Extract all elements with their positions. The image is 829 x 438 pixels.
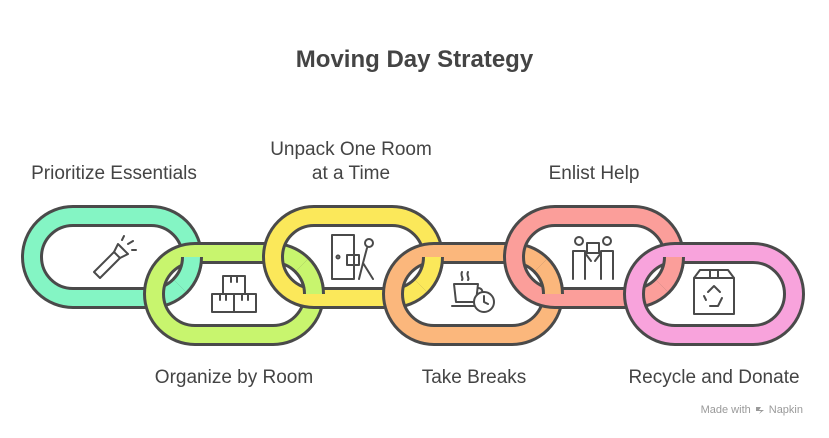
chain-link-recycle-and-donate bbox=[623, 242, 805, 346]
recycle-box-icon bbox=[693, 269, 735, 315]
napkin-logo-icon bbox=[755, 407, 764, 414]
helpers-icon bbox=[572, 236, 614, 280]
napkin-brand-text: Napkin bbox=[768, 404, 803, 416]
boxes-icon bbox=[211, 275, 257, 313]
link-overlap-4 bbox=[535, 259, 562, 295]
step-label-prioritize-essentials: Prioritize Essentials bbox=[31, 163, 197, 184]
footer-brand: Made with Napkin bbox=[701, 404, 803, 416]
step-label-recycle-and-donate: Recycle and Donate bbox=[628, 367, 800, 388]
step-label-organize-by-room: Organize by Room bbox=[154, 367, 314, 388]
step-label-take-breaks: Take Breaks bbox=[421, 367, 527, 388]
diagram-title: Moving Day Strategy bbox=[295, 46, 534, 73]
link-overlap-5 bbox=[656, 256, 683, 292]
flashlight-icon bbox=[93, 235, 137, 279]
link-overlap-3 bbox=[415, 256, 442, 292]
step-label-enlist-help: Enlist Help bbox=[548, 163, 640, 184]
link-overlap-1 bbox=[174, 256, 201, 292]
link-fill-6 bbox=[626, 245, 802, 343]
coffee-clock-icon bbox=[451, 271, 495, 313]
step-label-unpack-one-room: Unpack One Room at a Time bbox=[270, 139, 432, 184]
made-with-text: Made with bbox=[700, 404, 751, 416]
unpack-door-icon bbox=[331, 234, 374, 280]
link-overlap-2 bbox=[296, 259, 323, 295]
